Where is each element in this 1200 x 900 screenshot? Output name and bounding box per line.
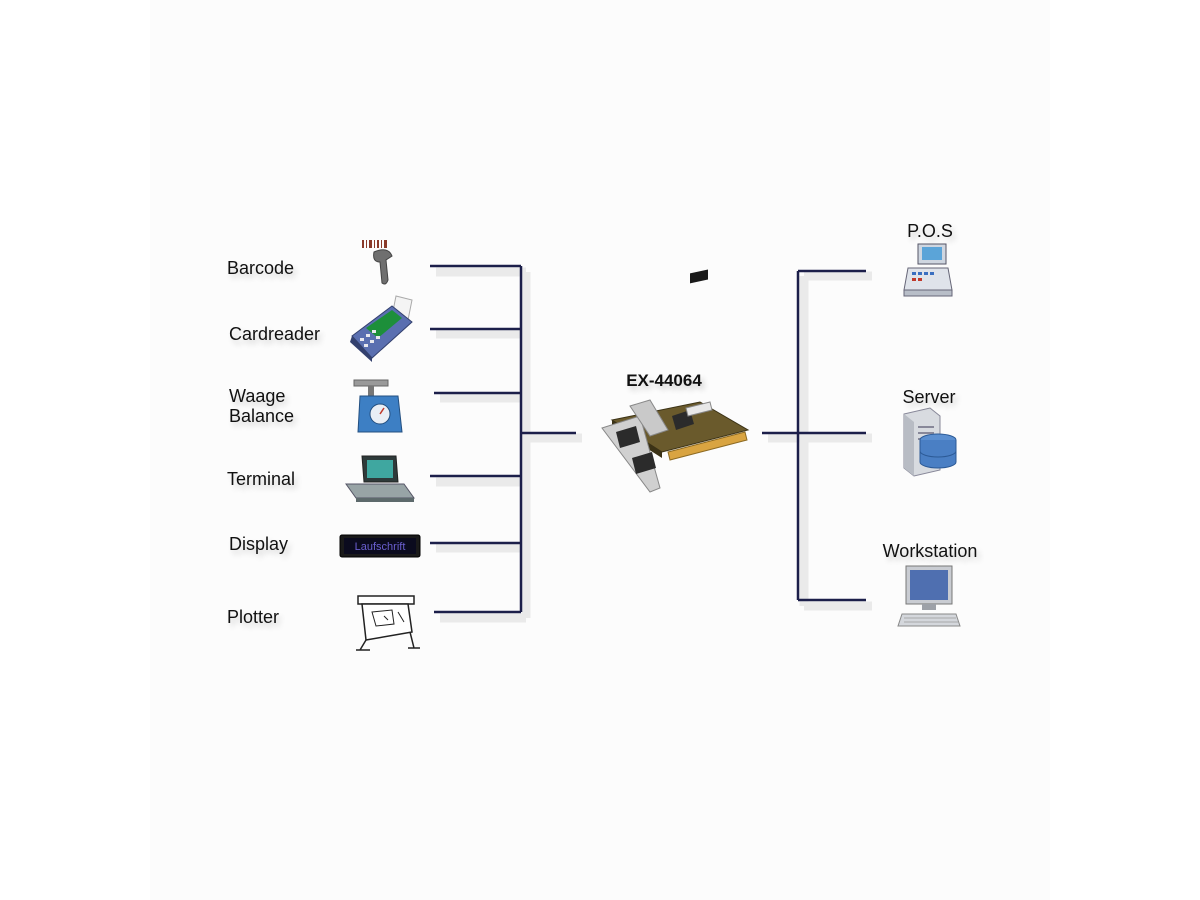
workstation-icon	[897, 565, 961, 627]
plotter-icon	[356, 595, 420, 651]
device-label-scale-line1: Waage	[229, 386, 286, 406]
scale-icon	[353, 379, 403, 433]
pos-register-icon	[903, 243, 953, 297]
display-scroll-text: Laufschrift	[355, 541, 406, 553]
device-label-server: Server	[902, 387, 956, 407]
device-label-cardreader: Cardreader	[229, 324, 321, 344]
device-label-barcode: Barcode	[227, 258, 295, 278]
device-label-display: Display	[229, 534, 289, 554]
device-label-plotter: Plotter	[227, 607, 280, 627]
device-label-workstation: Workstation	[882, 541, 978, 561]
device-label-pos: P.O.S	[907, 221, 953, 241]
barcode-scanner-icon	[362, 240, 393, 285]
led-display-icon: Laufschrift	[339, 534, 421, 558]
card-reader-icon	[350, 295, 413, 362]
pci-serial-card-icon	[601, 269, 750, 493]
terminal-icon	[345, 455, 415, 502]
diagram-canvas	[150, 0, 1050, 900]
card-model-label: EX-44064	[626, 371, 702, 390]
device-label-scale-line2: Balance	[229, 406, 295, 426]
device-label-terminal: Terminal	[227, 469, 296, 489]
server-icon	[903, 407, 957, 477]
